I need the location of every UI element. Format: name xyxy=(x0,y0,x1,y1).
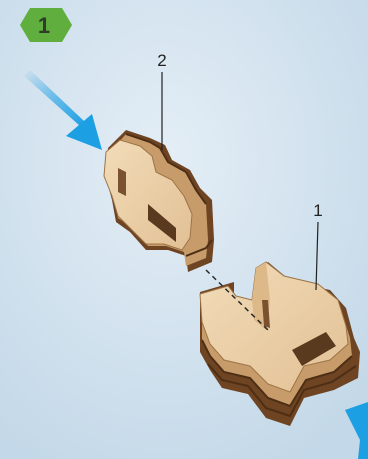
step-badge: 1 xyxy=(20,8,72,42)
callout-label-1: 1 xyxy=(313,201,322,220)
callout-label-2: 2 xyxy=(157,51,166,70)
part-2-notch xyxy=(118,168,126,196)
step-number: 1 xyxy=(38,13,50,38)
